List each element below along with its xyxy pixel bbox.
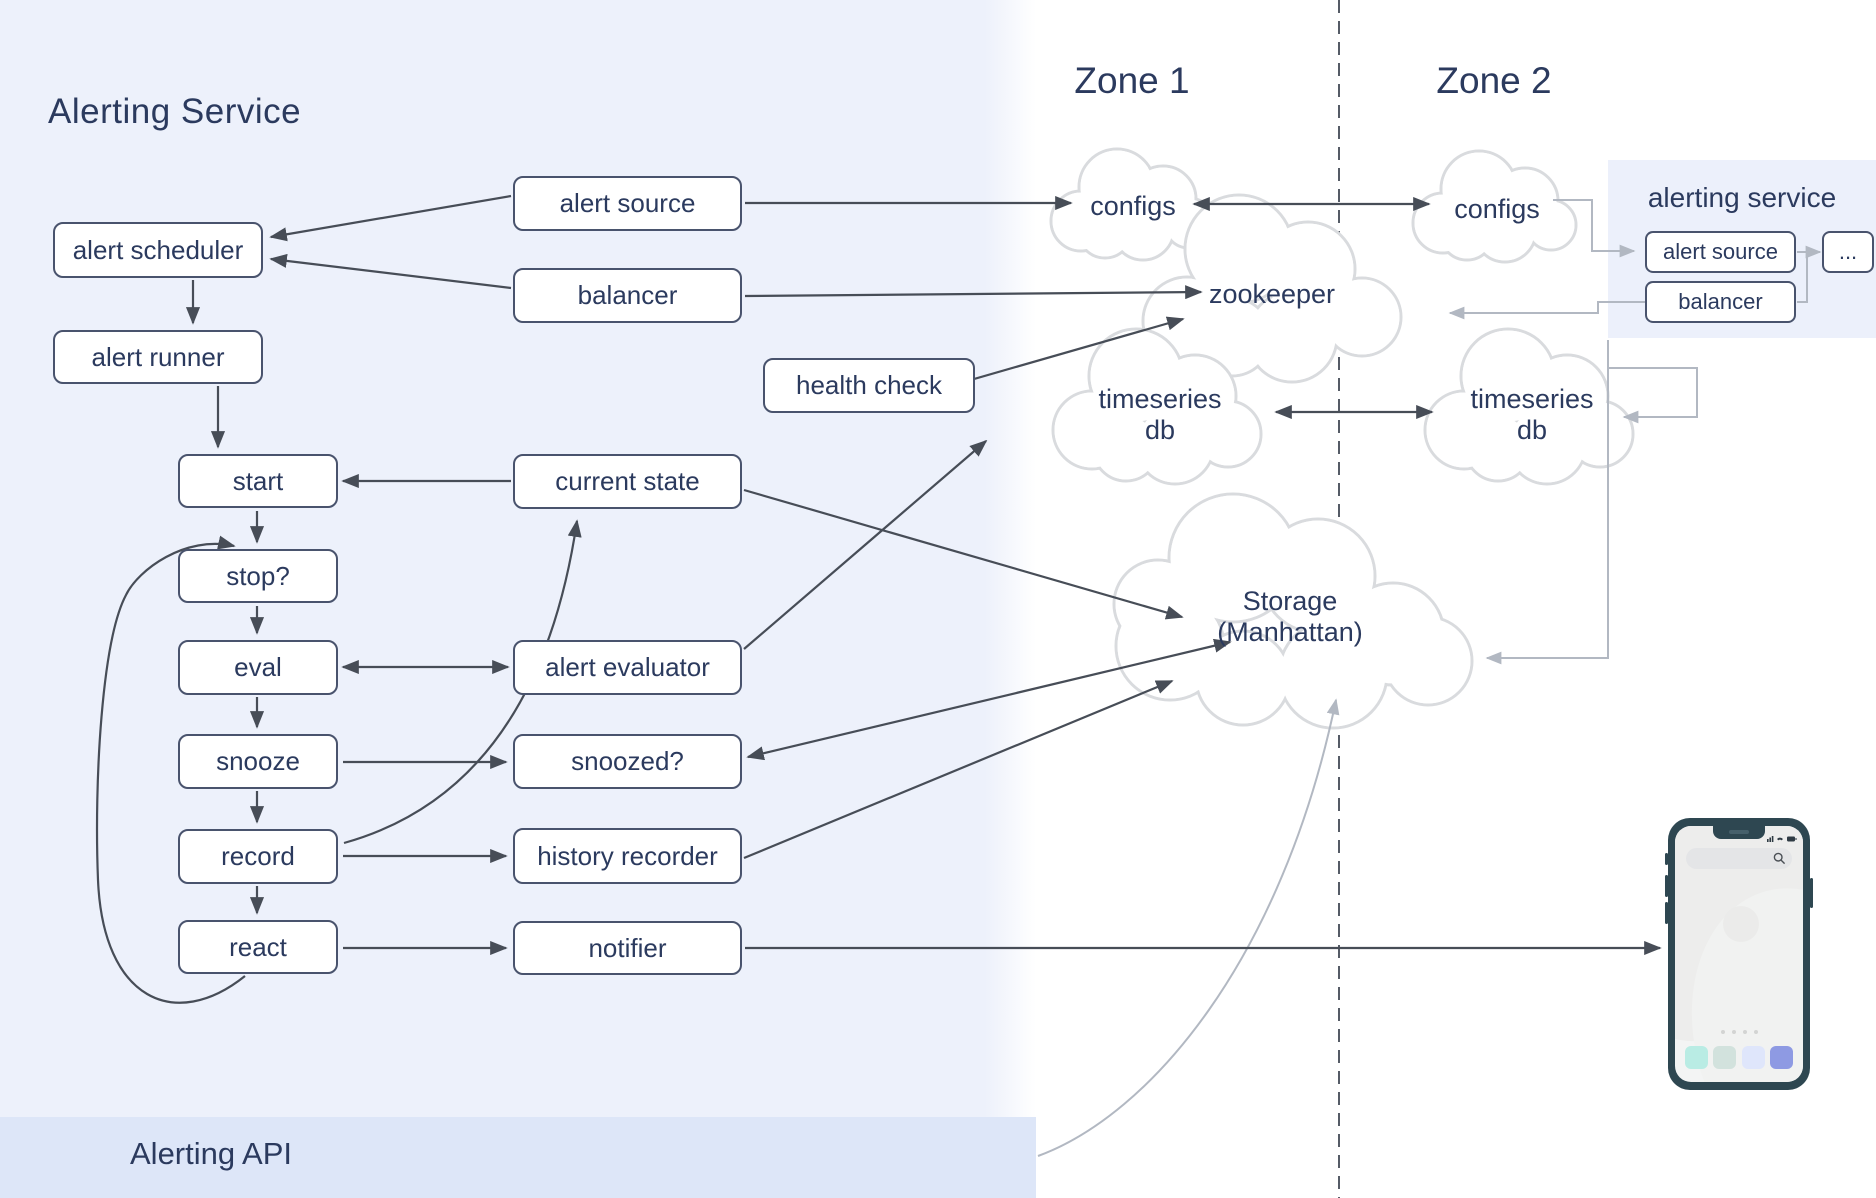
arrow-react-loop-to-stop	[95, 535, 246, 1004]
dot	[1731, 1030, 1736, 1034]
dot	[1742, 1030, 1747, 1034]
mini-node-more: ...	[1822, 231, 1874, 273]
arrow-balancer-to-zookeeper	[744, 285, 1203, 300]
phone-notch	[1713, 826, 1765, 839]
node-balancer: balancer	[513, 268, 742, 323]
storage-line1: Storage	[1242, 586, 1338, 616]
node-history-recorder: history recorder	[513, 828, 742, 884]
cloud-label-zookeeper: zookeeper	[1208, 279, 1336, 309]
page-title: Alerting Service	[48, 92, 302, 131]
phone-power-button	[1810, 878, 1813, 908]
connector-balancer-junction	[1797, 251, 1808, 303]
node-notifier: notifier	[513, 921, 742, 975]
arrow-health-check-to-zookeeper	[966, 316, 1185, 383]
timeseries-line2: db	[1144, 415, 1176, 446]
cloud-label-configs-zone1: configs	[1090, 191, 1176, 221]
node-stop: stop?	[178, 549, 338, 603]
search-icon	[1773, 852, 1786, 865]
connector-api-to-storage	[1037, 698, 1340, 1157]
mini-panel-title: alerting service	[1647, 182, 1837, 213]
timeseries-zone1-cloud	[1051, 327, 1263, 486]
phone-speaker	[1729, 830, 1749, 834]
timeseries-line1: timeseries	[1098, 384, 1222, 414]
avatar-placeholder	[1723, 906, 1759, 942]
connector-configs2-to-alert-source	[1553, 199, 1636, 258]
dark-arrows	[95, 194, 1662, 1004]
timeseries-line1: timeseries	[1470, 384, 1594, 414]
phone-search-bar	[1686, 848, 1792, 869]
connector-minipanel-to-timeseries2	[1608, 367, 1698, 424]
app-icon-4	[1769, 1046, 1793, 1069]
alerting-api-band	[0, 1117, 1036, 1198]
arrow-alert-source-to-scheduler	[269, 194, 512, 242]
signal-wifi-battery-icons	[1767, 836, 1797, 842]
node-alert-evaluator: alert evaluator	[513, 640, 742, 695]
configs-zone2-cloud	[1411, 149, 1578, 264]
node-alert-runner: alert runner	[53, 330, 263, 384]
app-dock	[1685, 1046, 1793, 1069]
connector-minibalancer-to-zookeeper	[1448, 301, 1645, 320]
zone-1-label: Zone 1	[1074, 60, 1190, 101]
node-start: start	[178, 454, 338, 508]
arrow-snoozed-storage-bidir	[746, 638, 1232, 761]
node-snoozed: snoozed?	[513, 734, 742, 789]
cloud-label-storage: Storage (Manhattan)	[1180, 586, 1400, 648]
arrow-history-to-storage	[743, 679, 1174, 860]
phone-mockup	[1665, 818, 1813, 1090]
node-record: record	[178, 829, 338, 884]
node-current-state: current state	[513, 454, 742, 509]
node-health-check: health check	[763, 358, 975, 413]
arrow-evaluator-to-timeseries1	[743, 439, 988, 650]
cloud-label-timeseries-zone1: timeseries db	[1075, 384, 1245, 446]
arrow-balancer-to-scheduler	[269, 253, 512, 290]
status-icons	[1767, 829, 1797, 847]
arrow-record-to-current-state	[343, 519, 582, 845]
node-react: react	[178, 920, 338, 974]
node-alert-scheduler: alert scheduler	[53, 222, 263, 278]
clouds	[1049, 147, 1635, 730]
mini-node-balancer: balancer	[1645, 281, 1796, 323]
app-icon-2	[1713, 1046, 1737, 1069]
app-icon-1	[1685, 1046, 1708, 1069]
phone-mute-switch	[1665, 853, 1668, 865]
phone-volume-up-button	[1665, 875, 1668, 897]
zookeeper-cloud	[1141, 193, 1403, 384]
node-eval: eval	[178, 640, 338, 695]
node-snooze: snooze	[178, 734, 338, 789]
configs-zone1-cloud	[1049, 147, 1216, 262]
timeseries-zone2-cloud	[1423, 327, 1635, 486]
phone-screen	[1675, 826, 1803, 1082]
mini-node-alert-source: alert source	[1645, 231, 1796, 273]
phone-volume-down-button	[1665, 902, 1668, 924]
alerting-api-label: Alerting API	[130, 1136, 292, 1171]
zone-2-label: Zone 2	[1436, 60, 1552, 101]
gray-connectors	[1037, 199, 1822, 1157]
page-indicator-dots	[1675, 1030, 1803, 1034]
arrow-current-state-to-storage	[743, 488, 1184, 620]
node-alert-source: alert source	[513, 176, 742, 231]
cloud-label-timeseries-zone2: timeseries db	[1447, 384, 1617, 446]
storage-line2: (Manhattan)	[1217, 617, 1363, 648]
dot	[1753, 1030, 1758, 1034]
cloud-label-configs-zone2: configs	[1454, 194, 1540, 224]
app-icon-3	[1741, 1046, 1765, 1069]
connector-minipanel-to-storage	[1485, 340, 1609, 665]
timeseries-line2: db	[1516, 415, 1548, 446]
dot	[1720, 1030, 1725, 1034]
